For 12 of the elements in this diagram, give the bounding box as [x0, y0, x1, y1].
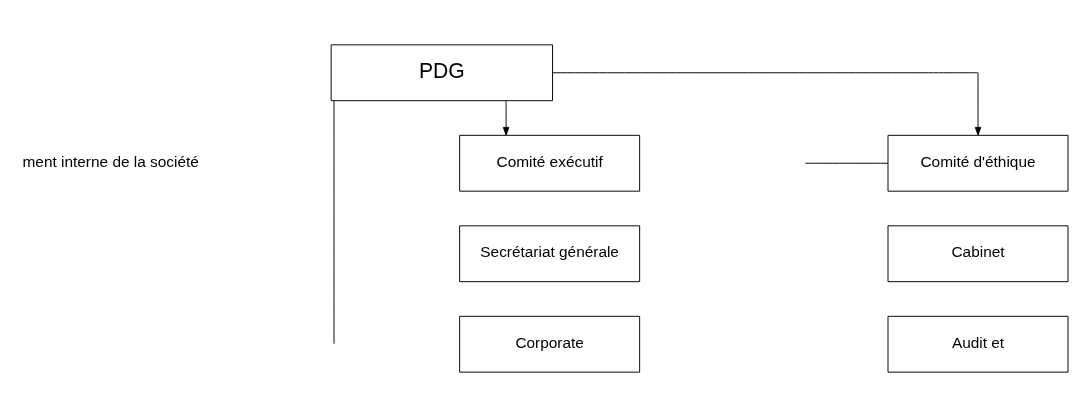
label: ment interne de la société [22, 152, 199, 170]
connector [333, 100, 335, 345]
node-box: Comité exécutif [459, 134, 641, 192]
node-box: PDG [330, 44, 553, 102]
arrow [552, 72, 982, 136]
node-box: Secrétariat générale [459, 225, 641, 283]
node-box: Audit et [887, 315, 1069, 373]
node-box: Comité d'éthique [887, 134, 1069, 192]
node-box: Cabinet [887, 225, 1069, 283]
node-box: Corporate [459, 315, 641, 373]
arrow [502, 100, 510, 136]
connector [804, 162, 889, 164]
